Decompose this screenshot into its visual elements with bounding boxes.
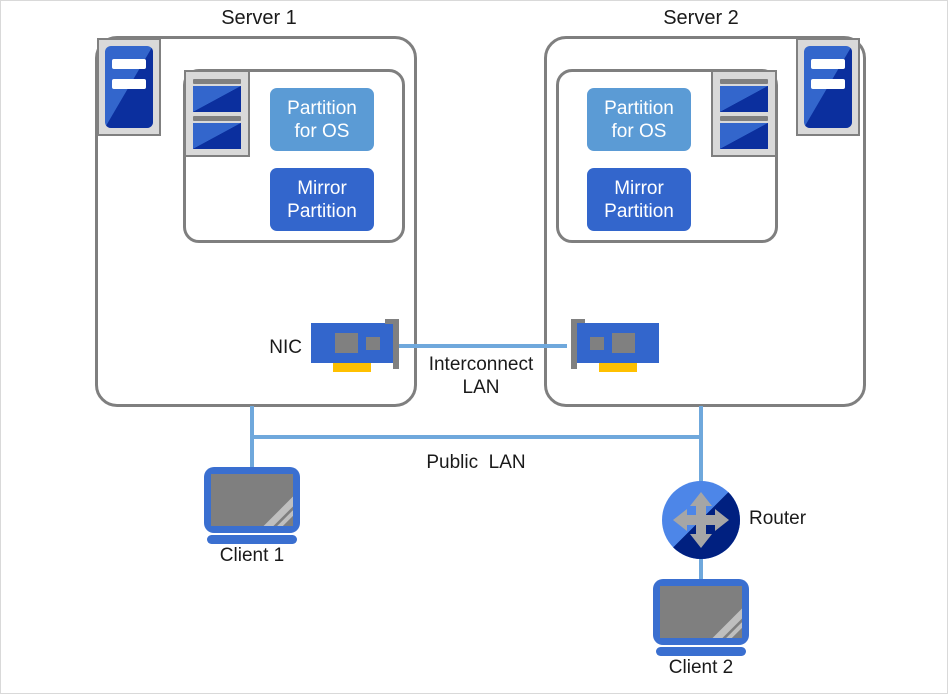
nic-bracket <box>393 319 399 369</box>
client-2[interactable] <box>653 579 749 656</box>
monitor-screen <box>211 474 293 526</box>
client-2-label: Client 2 <box>668 657 734 678</box>
server-tower-icon <box>796 38 860 136</box>
disk-plate <box>193 123 241 149</box>
monitor-icon <box>204 467 300 533</box>
server-2-nic[interactable] <box>563 319 659 375</box>
interconnect-lan-wire <box>397 344 567 348</box>
server-tower-body <box>804 46 852 128</box>
monitor-base <box>656 647 746 656</box>
disk-bar <box>193 79 241 84</box>
disk-bar <box>720 79 768 84</box>
disk-plate <box>720 86 768 112</box>
router-icon[interactable] <box>662 481 740 559</box>
interconnect-lan-label: Interconnect LAN <box>428 354 534 398</box>
nic-connector <box>599 363 637 372</box>
server-1-box <box>95 36 417 407</box>
nic-chip-small <box>590 337 604 350</box>
disk-plate <box>720 123 768 149</box>
server-tower-slot <box>112 79 146 89</box>
public-lan-drop-server-2 <box>699 406 703 436</box>
disk-array-icon <box>711 70 777 157</box>
public-lan-drop-client-1 <box>250 435 254 467</box>
server-2-title: Server 2 <box>663 7 739 29</box>
public-lan-drop-server-1 <box>250 406 254 436</box>
server-2-partition-mirror[interactable]: Mirror Partition <box>587 168 691 231</box>
nic-bracket-tab <box>385 319 395 324</box>
router-to-client-2-wire <box>699 541 703 581</box>
nic-bracket-tab <box>575 319 585 324</box>
monitor-icon <box>653 579 749 645</box>
monitor-base <box>207 535 297 544</box>
nic-chip-large <box>335 333 358 353</box>
server-tower-slot <box>112 59 146 69</box>
monitor-screen <box>660 586 742 638</box>
router-label: Router <box>749 508 807 529</box>
server-tower-body <box>105 46 153 128</box>
nic-label: NIC <box>269 337 302 358</box>
nic-chip-large <box>612 333 635 353</box>
client-1-label: Client 1 <box>219 545 285 566</box>
server-tower-icon <box>97 38 161 136</box>
nic-bracket <box>571 319 577 369</box>
server-2-partition-os[interactable]: Partition for OS <box>587 88 691 151</box>
nic-chip-small <box>366 337 380 350</box>
public-lan-label: Public LAN <box>426 452 526 473</box>
public-lan-bus <box>250 435 703 439</box>
server-2-box <box>544 36 866 407</box>
nic-connector <box>333 363 371 372</box>
disk-plate <box>193 86 241 112</box>
server-1-nic[interactable] <box>311 319 407 375</box>
server-tower-slot <box>811 59 845 69</box>
client-1[interactable] <box>204 467 300 544</box>
disk-bar <box>720 116 768 121</box>
server-tower-slot <box>811 79 845 89</box>
server-1-partition-mirror[interactable]: Mirror Partition <box>270 168 374 231</box>
disk-bar <box>193 116 241 121</box>
server-1-title: Server 1 <box>221 7 297 29</box>
server-1-partition-os[interactable]: Partition for OS <box>270 88 374 151</box>
public-lan-drop-router <box>699 435 703 487</box>
disk-array-icon <box>184 70 250 157</box>
